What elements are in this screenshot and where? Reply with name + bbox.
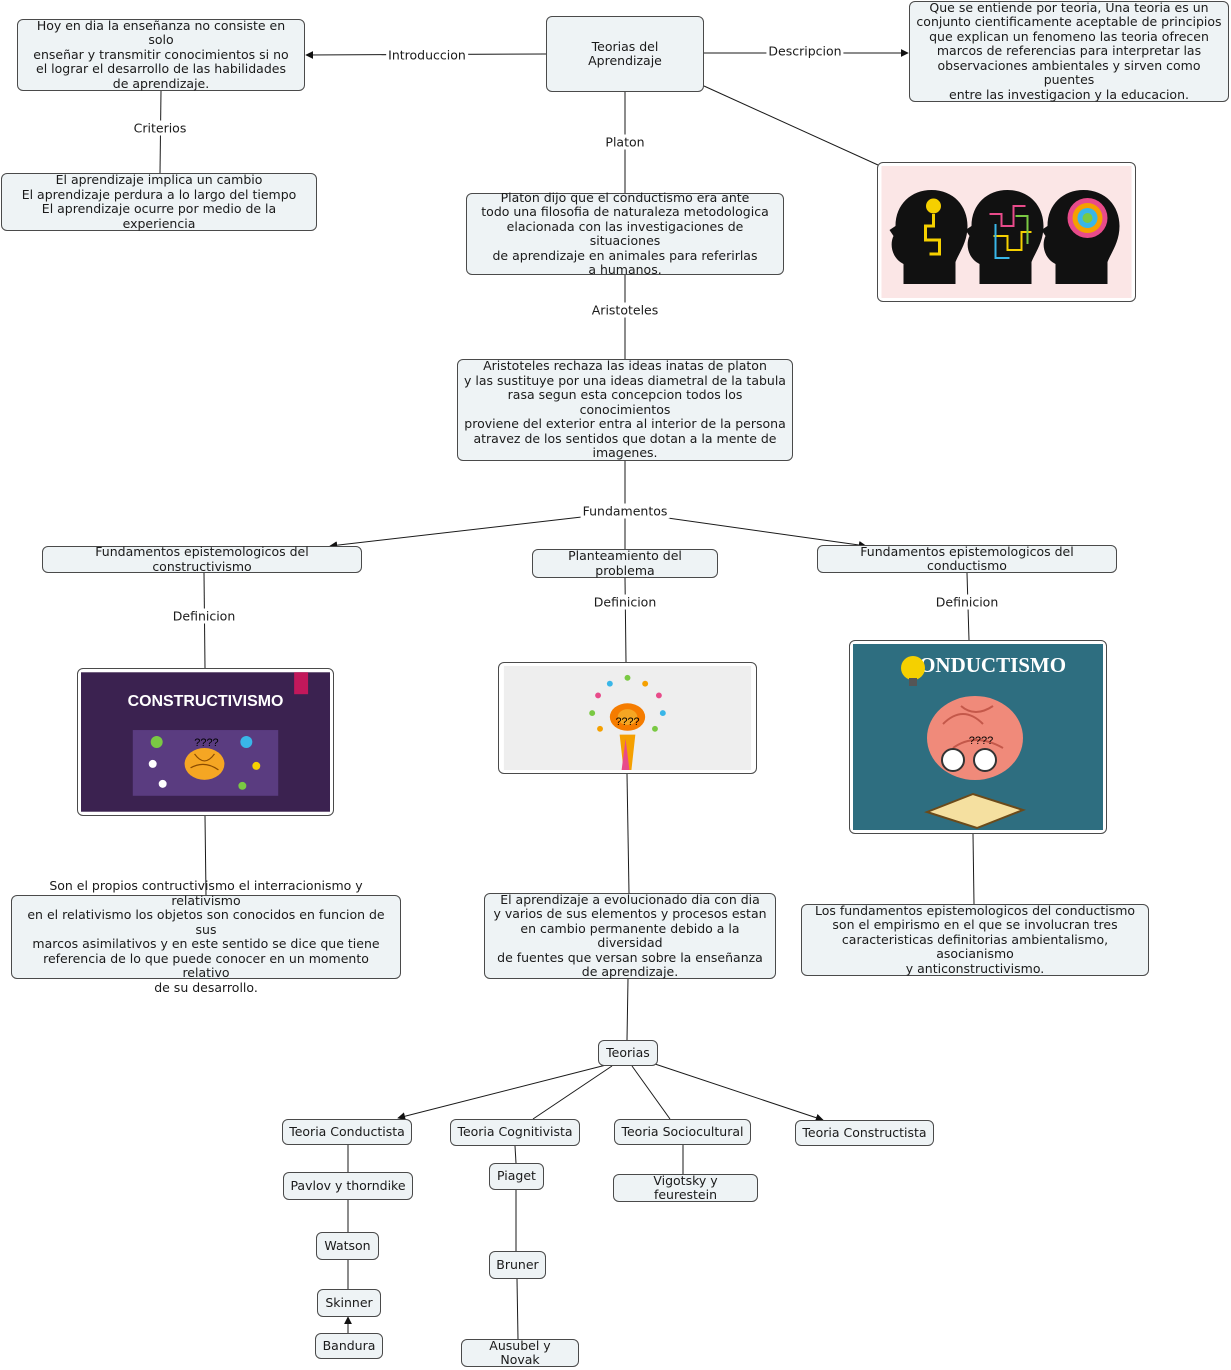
brain-icon: [184, 747, 225, 780]
label-fundamentos: Fundamentos: [580, 503, 670, 519]
puzzle-icon: [150, 736, 163, 748]
link-cond-img: [972, 833, 975, 905]
image-conductismo-node[interactable]: CONDUCTISMO ????: [849, 640, 1107, 834]
conductismo-illustration: CONDUCTISMO ????: [853, 644, 1103, 830]
head-icon-1: [889, 190, 968, 284]
node-skinner[interactable]: Skinner: [317, 1289, 381, 1317]
node-definicion-conductismo[interactable]: Los fundamentos epistemologicos del cond…: [801, 903, 1149, 976]
link-image-heads: [703, 85, 879, 166]
node-teoria-sociocultural[interactable]: Teoria Sociocultural: [614, 1119, 751, 1145]
label-introduccion: Introduccion: [386, 47, 468, 63]
node-fundamentos-conductismo[interactable]: Fundamentos epistemologicos del conducti…: [817, 544, 1117, 573]
node-pavlov-thorndike[interactable]: Pavlov y thorndike: [283, 1172, 413, 1200]
label-definicion-planteamiento: Definicion: [591, 594, 659, 610]
link-fund-constr: [329, 511, 626, 550]
label-definicion-constructivismo: Definicion: [170, 608, 238, 624]
label-criterios: Criterios: [131, 120, 189, 136]
node-watson[interactable]: Watson: [316, 1232, 379, 1260]
node-vigotsky-feurestein[interactable]: Vigotsky y feurestein: [613, 1173, 758, 1202]
label-descripcion: Descripcion: [766, 43, 844, 59]
node-definicion-planteamiento[interactable]: El aprendizaje a evolucionado dia con di…: [484, 892, 776, 979]
node-definicion-constructivismo[interactable]: Son el propios contructivismo el interra…: [11, 878, 401, 994]
node-bandura[interactable]: Bandura: [315, 1333, 383, 1359]
link-plant-img: [626, 773, 630, 894]
node-teoria-constructista[interactable]: Teoria Constructista: [795, 1120, 934, 1146]
magnifier-icon: [148, 759, 157, 768]
gear-icon: [238, 781, 247, 790]
node-descripcion[interactable]: Que se entiende por teoria, Una teoria e…: [909, 0, 1229, 102]
conductismo-marks: ????: [969, 735, 993, 747]
link-plant-def: [624, 577, 627, 663]
node-aristoteles[interactable]: Aristoteles rechaza las ideas inatas de …: [457, 359, 793, 461]
node-bruner[interactable]: Bruner: [489, 1251, 546, 1279]
book-icon: [924, 792, 1026, 830]
planteamiento-marks: ????: [616, 716, 640, 728]
link-ausubel: [516, 1278, 519, 1340]
link-t-cognitivista: [532, 1065, 613, 1120]
link-constr-img: [204, 815, 207, 896]
image-planteamiento-node[interactable]: ????: [498, 662, 757, 774]
node-criterios[interactable]: El aprendizaje implica un cambio El apre…: [1, 172, 317, 231]
image-heads-node[interactable]: [877, 162, 1136, 302]
node-teorias-del-aprendizaje[interactable]: Teorias del Aprendizaje: [546, 16, 704, 92]
node-fundamentos-constructivismo[interactable]: Fundamentos epistemologicos del construc…: [42, 544, 362, 573]
link-t-constructista: [654, 1063, 824, 1122]
conductismo-title: CONDUCTISMO: [904, 653, 1066, 677]
lightbulb-icon: [924, 198, 941, 256]
piggy-icon: [240, 736, 253, 748]
node-teoria-conductista[interactable]: Teoria Conductista: [282, 1119, 412, 1145]
maze-icon: [989, 205, 1032, 259]
label-aristoteles: Aristoteles: [589, 302, 661, 318]
link-piaget: [514, 1145, 517, 1164]
link-t-sociocultural: [631, 1065, 671, 1120]
link-teorias: [626, 978, 629, 1041]
idea-icons: [589, 674, 666, 732]
spiral-icon: [1067, 198, 1108, 238]
constructivismo-title: CONSTRUCTIVISMO: [128, 693, 284, 710]
node-platon[interactable]: Platon dijo que el conductismo era ante …: [466, 190, 784, 277]
node-planteamiento-problema[interactable]: Planteamiento del problema: [532, 548, 718, 578]
heads-illustration: [881, 166, 1132, 298]
node-teoria-cognitivista[interactable]: Teoria Cognitivista: [450, 1119, 580, 1146]
node-ausubel-novak[interactable]: Ausubel y Novak: [461, 1338, 579, 1367]
node-teorias[interactable]: Teorias: [598, 1040, 658, 1066]
image-constructivismo-node[interactable]: CONSTRUCTIVISMO ????: [77, 668, 334, 816]
bulb-icon: [252, 761, 261, 770]
node-piaget[interactable]: Piaget: [489, 1163, 544, 1190]
constructivismo-marks: ????: [194, 737, 218, 749]
link-t-conductista: [397, 1063, 611, 1121]
glasses-icon: [941, 748, 997, 772]
brain-tree-icon: [609, 703, 646, 731]
chat-icon: [158, 779, 167, 788]
planteamiento-illustration: ????: [503, 666, 752, 770]
lightbulb-icon: [901, 656, 925, 686]
label-definicion-conductismo: Definicion: [933, 594, 1001, 610]
constructivismo-illustration: CONSTRUCTIVISMO ????: [81, 672, 330, 812]
label-platon: Platon: [603, 134, 647, 150]
node-introduccion[interactable]: Hoy en dia la enseñanza no consiste en s…: [17, 18, 305, 91]
